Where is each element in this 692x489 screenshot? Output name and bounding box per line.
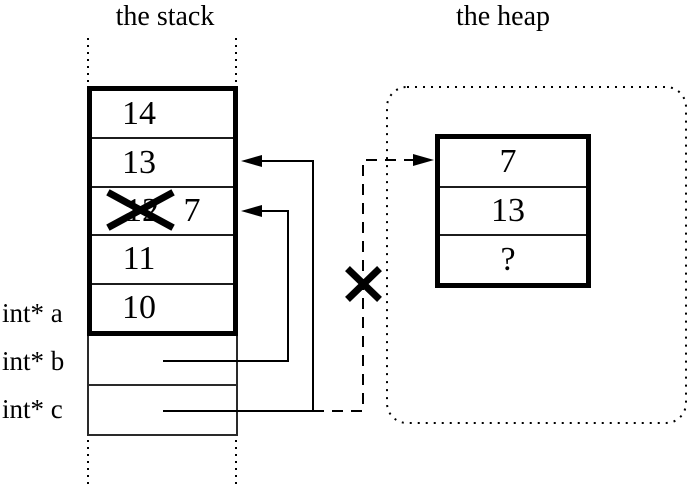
heap-cell-7: 7 bbox=[440, 139, 586, 188]
stack-cell-value: 14 bbox=[122, 95, 156, 133]
heap-cell-13: 13 bbox=[440, 188, 586, 237]
heap-cell-value: 13 bbox=[491, 192, 525, 229]
label-int-b: int* b bbox=[2, 346, 65, 376]
stack-cell-12-overwritten: 12 7 bbox=[92, 188, 233, 237]
heap-cell-value: 7 bbox=[499, 143, 517, 181]
stack-cell-13: 13 bbox=[92, 139, 233, 188]
heap-cell-question: ? bbox=[440, 236, 586, 283]
arrowhead-left-icon bbox=[241, 205, 262, 217]
crossed-out-old-value: 12 bbox=[125, 192, 159, 230]
label-int-a: int* a bbox=[2, 298, 63, 328]
stack-pointer-cells bbox=[87, 336, 238, 436]
heap-block-box: 7 13 ? bbox=[435, 134, 591, 288]
arrowhead-right-icon bbox=[413, 154, 434, 166]
stack-title: the stack bbox=[115, 1, 215, 32]
arrowhead-left-icon bbox=[241, 155, 262, 167]
pointer-cell-c bbox=[89, 386, 236, 434]
stack-cell-14: 14 bbox=[92, 91, 233, 140]
x-mark-dangling-pointer-icon bbox=[345, 266, 382, 302]
new-value: 7 bbox=[183, 192, 201, 230]
heap-cell-value: ? bbox=[500, 240, 516, 278]
stack-cell-value: 13 bbox=[122, 143, 156, 181]
stack-cell-10: 10 bbox=[92, 285, 233, 331]
stack-cell-11: 11 bbox=[92, 236, 233, 285]
label-int-c: int* c bbox=[2, 394, 63, 424]
dangling-pointer-dashed-line bbox=[313, 159, 414, 412]
heap-title: the heap bbox=[455, 1, 551, 32]
pointer-cell-b bbox=[89, 336, 236, 386]
stack-cell-value: 11 bbox=[122, 240, 156, 278]
stack-frame-box: 14 13 12 7 11 10 bbox=[87, 86, 238, 336]
stack-cell-value: 10 bbox=[122, 288, 156, 326]
